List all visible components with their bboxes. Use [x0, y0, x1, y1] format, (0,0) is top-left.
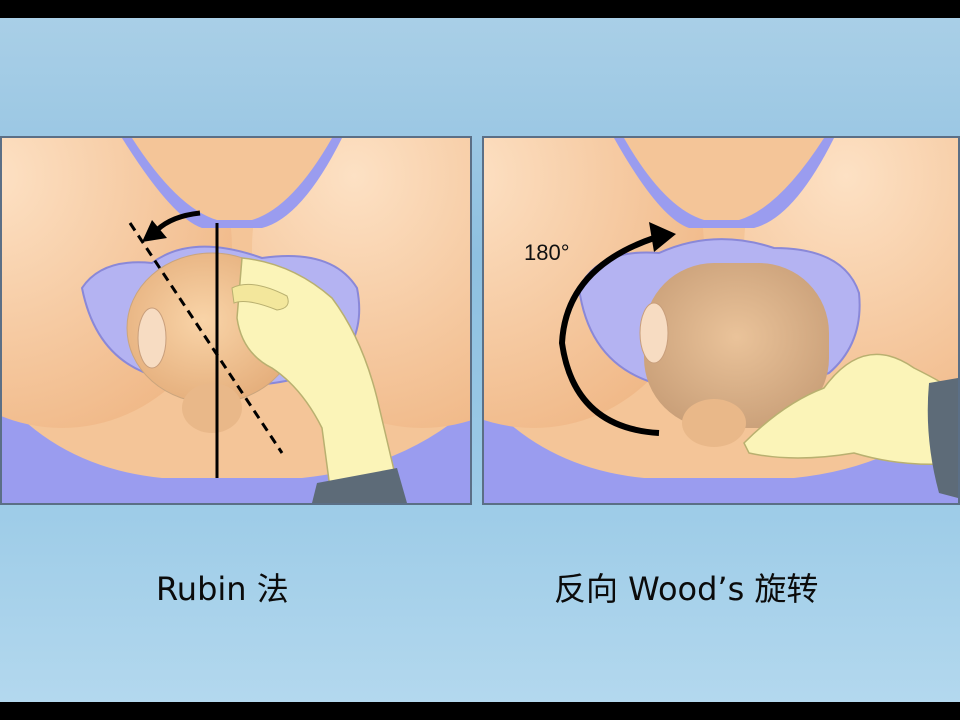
- rotation-arrow-icon: [142, 210, 201, 242]
- rubin-illustration-panel: [0, 136, 472, 505]
- fetal-shoulder: [682, 399, 746, 447]
- fetal-head: [644, 263, 829, 428]
- sleeve: [927, 378, 958, 498]
- rubin-illustration: [2, 138, 470, 503]
- rotated-axis-dashed-line: [128, 222, 284, 454]
- fetal-ear: [639, 302, 669, 364]
- gloved-hand: [236, 257, 398, 503]
- caption-reverse-woods: 反向 Wood’s 旋转: [554, 570, 819, 608]
- glove-finger: [231, 283, 289, 311]
- reverse-woods-illustration: 180°: [484, 138, 958, 503]
- fetal-shoulder: [182, 383, 242, 433]
- caption-rubin: Rubin 法: [156, 570, 289, 608]
- rotation-angle-label: 180°: [524, 240, 570, 265]
- sleeve: [312, 468, 407, 503]
- reverse-woods-illustration-panel: 180°: [482, 136, 960, 505]
- drape: [484, 398, 958, 503]
- slide: 180° Rubin 法 反向 Wood’s 旋转: [0, 18, 960, 702]
- rotation-arrow-180-icon: [558, 222, 676, 436]
- fetal-ear: [137, 307, 167, 369]
